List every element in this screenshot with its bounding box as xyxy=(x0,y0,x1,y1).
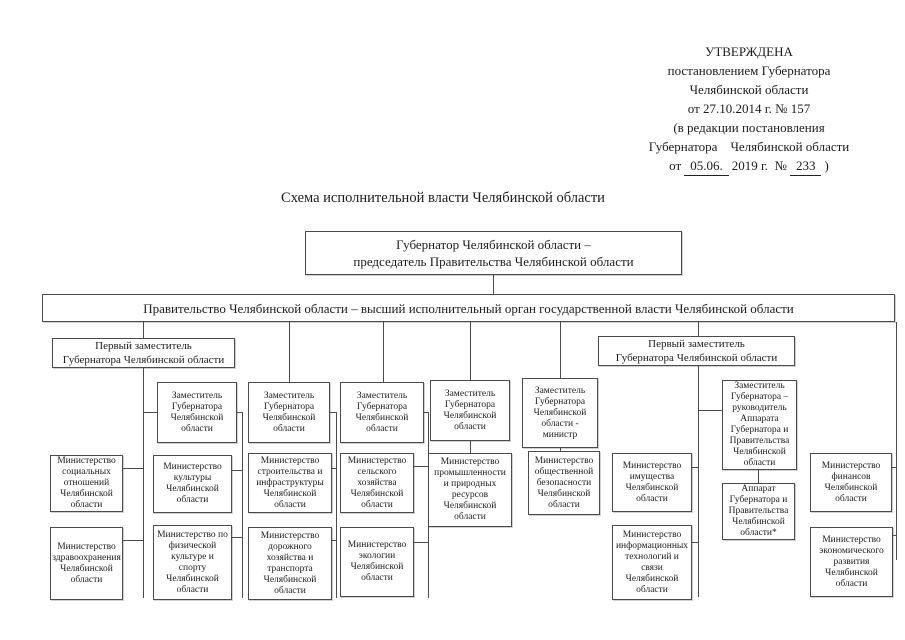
connector xyxy=(383,322,384,382)
box-deputy-4: Заместитель Губернатора Челябинской обла… xyxy=(430,380,510,441)
box-deputy-3: Заместитель Губернатора Челябинской обла… xyxy=(340,382,424,443)
approval-line: УТВЕРЖДЕНА xyxy=(705,44,793,59)
approval-line: Губернатора Челябинской области xyxy=(648,139,850,154)
connector xyxy=(470,441,471,453)
connector xyxy=(560,448,561,452)
box-deputy-2: Заместитель Губернатора Челябинской обла… xyxy=(248,382,330,443)
box-ministry-finance: Министерство финансов Челябинской област… xyxy=(810,453,892,512)
connector xyxy=(428,412,429,598)
connector xyxy=(758,470,759,483)
box-ministry-roads: Министерство дорожного хозяйства и транс… xyxy=(248,527,332,600)
connector xyxy=(698,322,699,336)
box-ministry-property: Министерство имущества Челябинской облас… xyxy=(612,453,692,512)
approval-mid: 2019 г. № xyxy=(731,158,787,173)
box-ministry-social: Министерство социальных отношений Челяби… xyxy=(50,455,123,512)
connector xyxy=(332,540,336,541)
approval-note: УТВЕРЖДЕНА постановлением Губернатора Че… xyxy=(596,42,902,176)
approval-line: Челябинской области xyxy=(689,82,809,97)
connector xyxy=(560,322,561,378)
approval-line: (в редакции постановления xyxy=(673,120,825,135)
connector xyxy=(698,366,699,597)
connector xyxy=(232,470,242,471)
approval-line: от 27.10.2014 г. № 157 xyxy=(687,101,811,116)
connector xyxy=(242,412,243,598)
approval-line: постановлением Губернатора xyxy=(667,63,831,78)
connector xyxy=(332,468,336,469)
box-deputy-minister: Заместитель Губернатора Челябинской обла… xyxy=(522,378,598,448)
box-deputy-head-apparatus: Заместитель Губернатора – руководитель А… xyxy=(722,380,797,470)
box-ministry-industry: Министерство промышленности и природных … xyxy=(428,453,512,527)
approval-number-blank: 233 xyxy=(789,156,822,176)
box-ministry-health: Министерство здравоохранения Челябинской… xyxy=(50,527,123,600)
box-ministry-construction: Министерство строительства и инфраструкт… xyxy=(248,453,332,513)
connector xyxy=(123,540,143,541)
connector xyxy=(232,537,242,538)
box-government: Правительство Челябинской области – высш… xyxy=(42,294,895,322)
box-ministry-sport: Министерство по физической культуре и сп… xyxy=(153,525,232,600)
connector xyxy=(692,467,698,468)
connector xyxy=(424,412,428,413)
connector xyxy=(143,322,144,338)
connector xyxy=(289,322,290,382)
connector xyxy=(237,412,243,413)
approval-suffix: ) xyxy=(824,158,829,173)
box-ministry-economy: Министерство экономического развития Чел… xyxy=(810,527,893,597)
diagram-title: Схема исполнительной власти Челябинской … xyxy=(281,190,605,206)
connector xyxy=(414,466,428,467)
box-ministry-ecology: Министерство экологии Челябинской област… xyxy=(340,527,414,597)
box-first-deputy-right: Первый заместитель Губернатора Челябинск… xyxy=(598,336,795,366)
box-first-deputy-left: Первый заместитель Губернатора Челябинск… xyxy=(52,338,235,368)
approval-date-blank: 05.06. xyxy=(684,156,729,176)
box-ministry-it: Министерство информационных технологий и… xyxy=(612,525,692,600)
connector xyxy=(692,542,698,543)
connector xyxy=(414,542,428,543)
connector xyxy=(896,322,897,560)
connector xyxy=(698,410,722,411)
connector xyxy=(893,535,897,536)
connector xyxy=(143,368,144,598)
connector xyxy=(493,275,494,294)
connector xyxy=(336,412,337,598)
connector xyxy=(330,412,336,413)
connector xyxy=(143,412,157,413)
approval-prefix: от xyxy=(669,158,682,173)
connector xyxy=(470,322,471,380)
box-ministry-public-safety: Министерство общественной безопасности Ч… xyxy=(528,451,600,515)
box-ministry-agriculture: Министерство сельского хозяйства Челябин… xyxy=(340,453,414,513)
box-governor: Губернатор Челябинской области – председ… xyxy=(305,231,682,275)
connector xyxy=(892,467,897,468)
box-apparatus: Аппарат Губернатора и Правительства Челя… xyxy=(722,483,795,540)
box-deputy-1: Заместитель Губернатора Челябинской обла… xyxy=(157,382,237,443)
connector xyxy=(123,468,143,469)
box-ministry-culture: Министерство культуры Челябинской област… xyxy=(153,455,232,513)
